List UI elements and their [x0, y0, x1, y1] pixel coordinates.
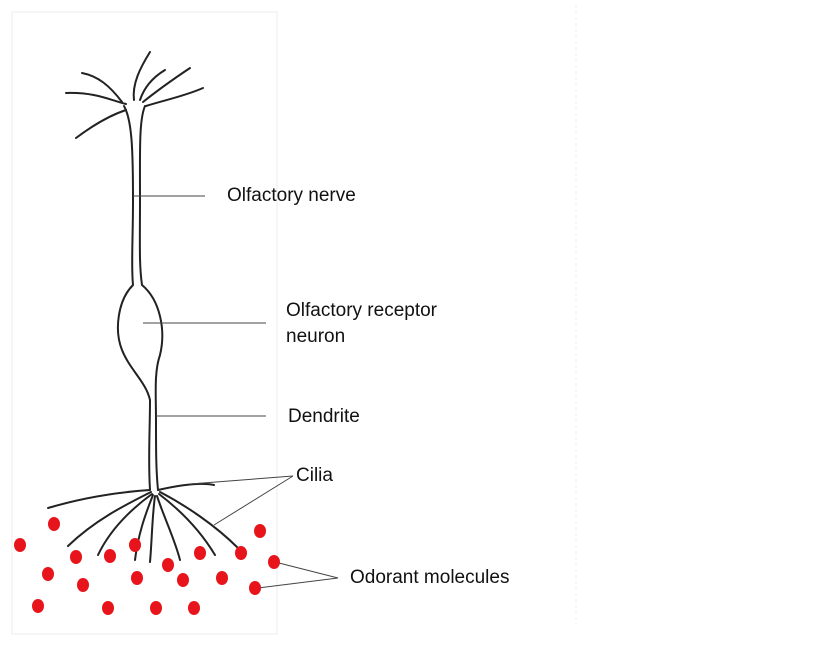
neuron-outline-right — [140, 106, 162, 490]
axon-terminal-mid — [134, 52, 150, 100]
label-odorant-molecules: Odorant molecules — [350, 565, 509, 591]
odorant-molecule-dot — [48, 517, 60, 531]
leader-cilia-2 — [214, 476, 293, 525]
odorant-molecules — [14, 517, 280, 615]
odorant-molecule-dot — [104, 549, 116, 563]
cilium-8 — [160, 492, 238, 548]
neuron — [48, 52, 238, 562]
odorant-molecule-dot — [150, 601, 162, 615]
odorant-molecule-dot — [14, 538, 26, 552]
odorant-molecule-dot — [77, 578, 89, 592]
odorant-molecule-dot — [129, 538, 141, 552]
neuron-outline-left — [118, 106, 150, 490]
odorant-molecule-dot — [131, 571, 143, 585]
leader-cilia-1 — [190, 476, 293, 484]
cilium-1 — [48, 490, 150, 508]
odorant-molecule-dot — [194, 546, 206, 560]
label-receptor-neuron-line1: Olfactory receptor — [286, 298, 437, 324]
odorant-molecule-dot — [268, 555, 280, 569]
axon-terminal-right-1 — [143, 68, 190, 102]
odorant-molecule-dot — [249, 581, 261, 595]
odorant-molecule-dot — [216, 571, 228, 585]
axon-terminal-left-2 — [76, 110, 126, 138]
odorant-molecule-dot — [162, 558, 174, 572]
odorant-molecule-dot — [42, 567, 54, 581]
label-olfactory-nerve: Olfactory nerve — [227, 183, 356, 209]
cilium-9 — [158, 484, 214, 490]
cilium-3 — [98, 494, 152, 555]
label-dendrite: Dendrite — [288, 404, 360, 430]
odorant-molecule-dot — [235, 546, 247, 560]
cilium-5 — [150, 496, 155, 562]
leader-odorant-1 — [275, 562, 338, 578]
cilium-6 — [157, 496, 180, 560]
label-cilia: Cilia — [296, 463, 333, 489]
label-receptor-neuron-line2: neuron — [286, 324, 345, 350]
leader-odorant-2 — [258, 578, 338, 588]
odorant-molecule-dot — [102, 601, 114, 615]
odorant-molecule-dot — [254, 524, 266, 538]
odorant-molecule-dot — [188, 601, 200, 615]
odorant-molecule-dot — [70, 550, 82, 564]
leader-lines — [133, 196, 338, 588]
odorant-molecule-dot — [32, 599, 44, 613]
axon-terminal-right-2 — [146, 88, 203, 106]
odorant-molecule-dot — [177, 573, 189, 587]
